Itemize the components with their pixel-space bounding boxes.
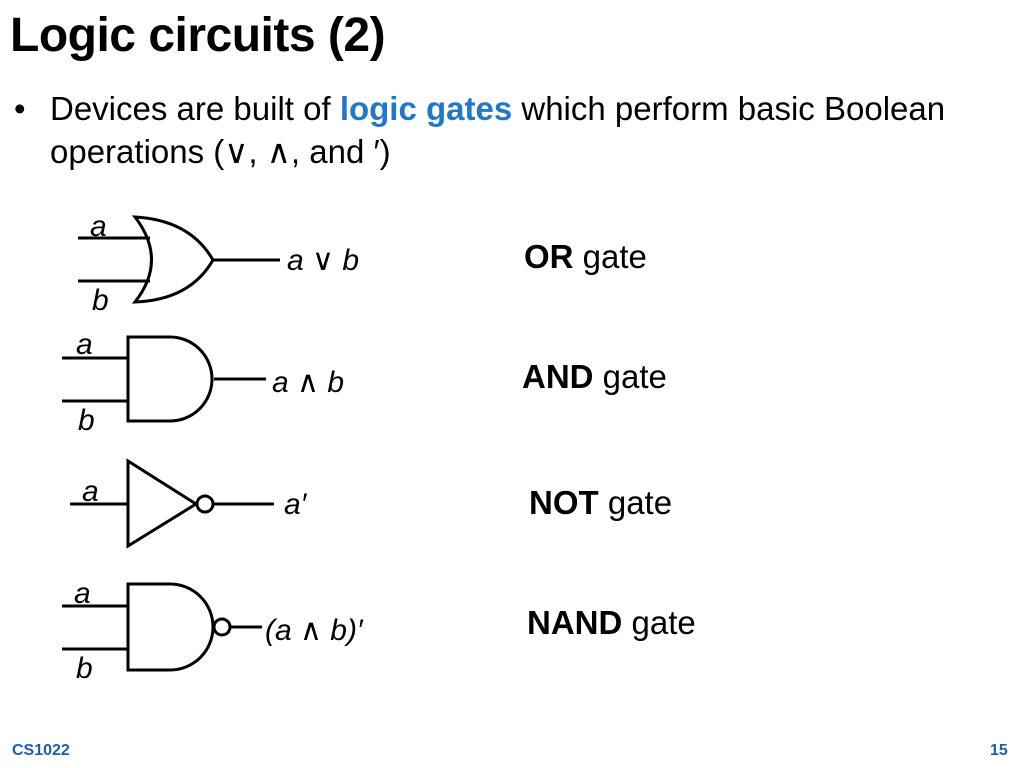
and-input-b-label: b bbox=[78, 404, 95, 437]
nand-gate-label: NAND gate bbox=[527, 604, 696, 642]
or-gate-label: OR gate bbox=[524, 238, 647, 276]
and-gate-symbol bbox=[62, 335, 266, 423]
footer-course-code: CS1022 bbox=[12, 742, 70, 759]
or-gate-name: OR bbox=[524, 238, 574, 275]
and-output-label: a ∧ b bbox=[272, 366, 344, 399]
nand-gate-name: NAND bbox=[527, 604, 623, 641]
bullet-text-before: Devices are built of bbox=[50, 90, 340, 127]
nand-gate-suffix: gate bbox=[622, 604, 696, 641]
nand-gate-symbol bbox=[62, 582, 262, 672]
or-gate-suffix: gate bbox=[573, 238, 647, 275]
not-gate-label: NOT gate bbox=[529, 484, 672, 522]
or-input-a-label: a bbox=[90, 210, 107, 243]
and-gate-suffix: gate bbox=[593, 358, 667, 395]
slide-title: Logic circuits (2) bbox=[10, 9, 386, 62]
not-gate-symbol bbox=[70, 458, 274, 549]
or-gate-symbol bbox=[78, 215, 280, 304]
bullet-highlight: logic gates bbox=[339, 90, 513, 127]
bullet-text: Devices are built of logic gates which p… bbox=[50, 88, 1010, 174]
nand-output-label: (a ∧ b)′ bbox=[265, 614, 364, 647]
footer-page-number: 15 bbox=[990, 742, 1008, 759]
and-input-a-label: a bbox=[76, 328, 93, 361]
bullet-text-after: which perform basic Boolean operations (… bbox=[50, 90, 946, 170]
or-input-b-label: b bbox=[92, 284, 109, 317]
and-gate-label: AND gate bbox=[522, 358, 667, 396]
bullet-marker: • bbox=[14, 90, 26, 127]
not-gate-suffix: gate bbox=[598, 484, 673, 521]
not-gate-name: NOT bbox=[529, 484, 599, 521]
not-output-label: a′ bbox=[284, 488, 308, 521]
or-output-label: a ∨ b bbox=[287, 244, 359, 277]
not-input-a-label: a bbox=[82, 475, 99, 508]
nand-input-b-label: b bbox=[76, 652, 93, 685]
nand-input-a-label: a bbox=[74, 577, 91, 610]
and-gate-name: AND bbox=[522, 358, 594, 395]
